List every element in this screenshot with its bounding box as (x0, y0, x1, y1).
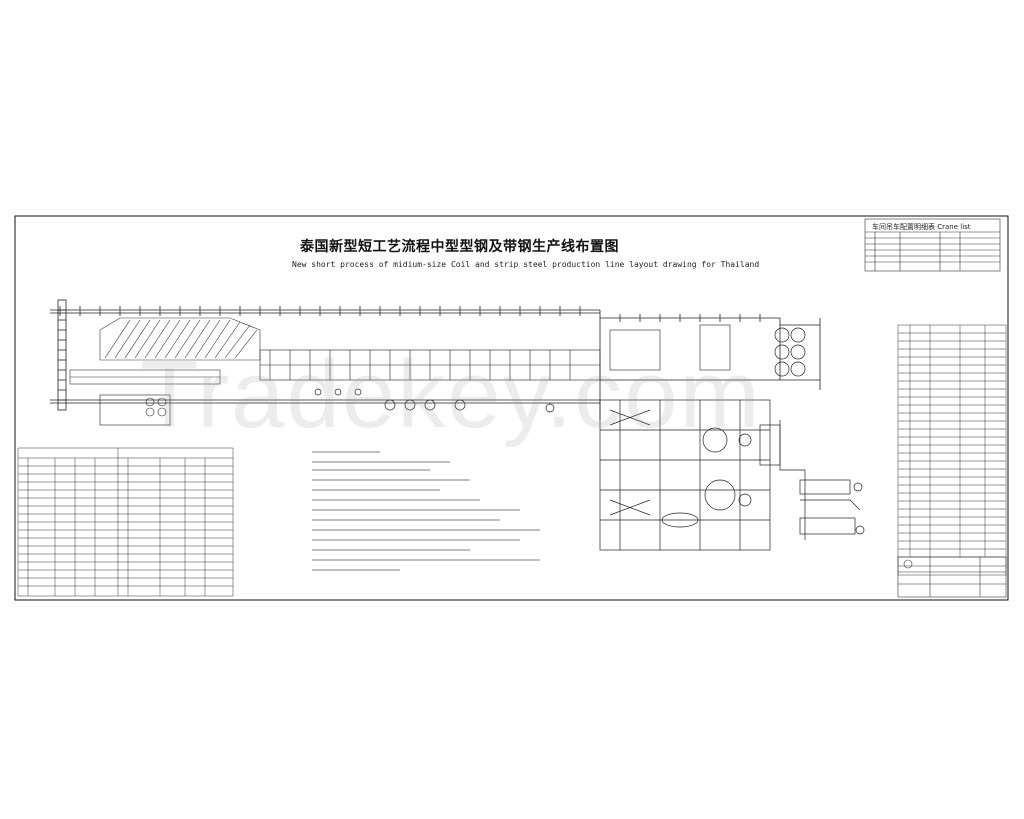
reheating-furnace (69, 317, 261, 385)
rolling-stands (99, 324, 731, 426)
title-block (897, 556, 1007, 598)
equipment-list-table (17, 447, 234, 597)
drawing-title-english: New short process of midium-size Coil an… (292, 260, 760, 269)
crane-list-table (864, 218, 1001, 272)
legend-table (897, 324, 1007, 576)
main-mill-line (50, 309, 821, 420)
sheet-border (14, 215, 1009, 601)
strip-mill-bay (599, 399, 865, 551)
charging-ladder (57, 299, 67, 411)
drive-motors (314, 327, 806, 413)
crane-list-title: 车间吊车配置明细表 Crane list (872, 223, 971, 231)
drawing-title-chinese: 泰国新型短工艺流程中型型钢及带钢生产线布置图 (300, 239, 619, 255)
column-grid-ticks (59, 306, 761, 322)
process-notes (312, 451, 540, 571)
